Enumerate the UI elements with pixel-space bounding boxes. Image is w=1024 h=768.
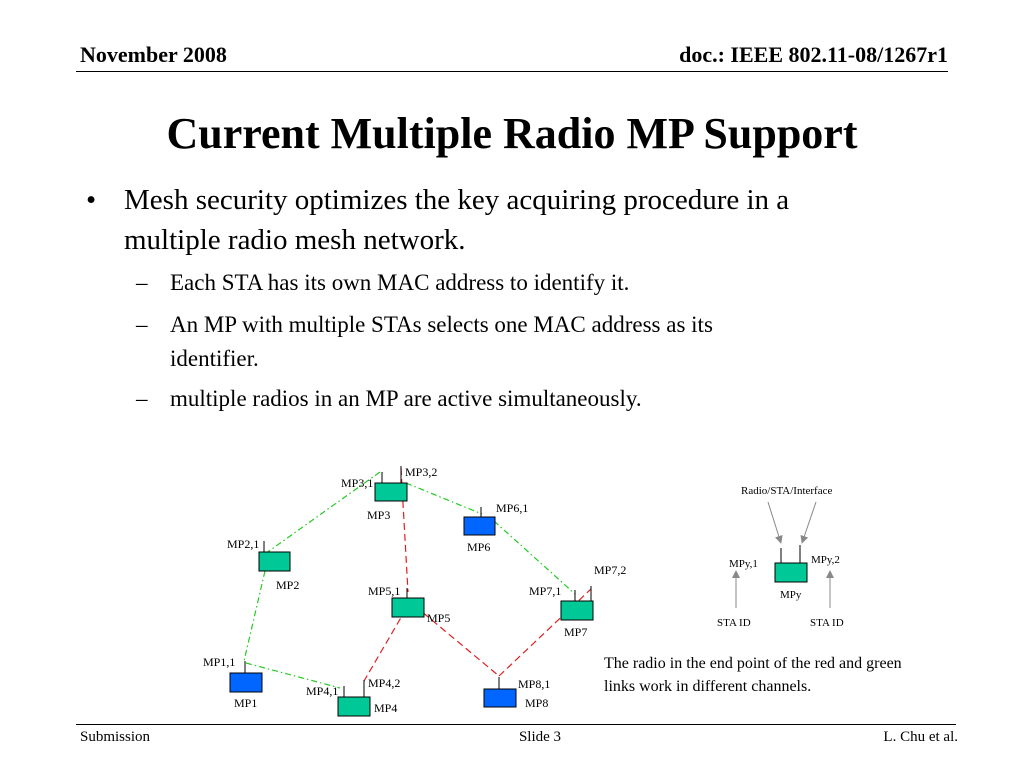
label-mp2: MP2 [276, 578, 299, 592]
label-mp3-2: MP3,2 [405, 465, 437, 479]
legend-sta-id-left: STA ID [717, 617, 751, 629]
label-mp3: MP3 [367, 508, 390, 522]
label-mp1: MP1 [234, 696, 257, 710]
header-doc-id: doc.: IEEE 802.11-08/1267r1 [679, 42, 948, 67]
sub-bullet-3-text: multiple radios in an MP are active simu… [170, 386, 642, 411]
label-mp7-2: MP7,2 [594, 563, 626, 577]
main-bullet-line-2: multiple radio mesh network. [124, 224, 466, 256]
sub-bullet-2-text: An MP with multiple STAs selects one MAC… [170, 308, 870, 376]
legend-node-box [774, 562, 808, 583]
node-mp5 [391, 588, 425, 618]
label-mp7: MP7 [564, 625, 587, 639]
sub-bullet-2-line-1: An MP with multiple STAs selects one MAC… [170, 312, 713, 337]
link-mp2-mp1 [243, 570, 266, 662]
dash-mark: – [136, 312, 148, 337]
label-mp6: MP6 [467, 540, 490, 554]
label-mp5: MP5 [427, 611, 450, 625]
node-mp6 [463, 507, 496, 536]
link-mp3-mp2 [261, 471, 381, 557]
main-bullet-text: Mesh security optimizes the key acquirin… [124, 180, 924, 260]
main-bullet-line-1: Mesh security optimizes the key acquirin… [124, 184, 790, 216]
node-mp7-box [560, 600, 594, 621]
label-mp4-1: MP4,1 [306, 684, 338, 698]
diagram-note: The radio in the end point of the red an… [604, 652, 984, 698]
sub-bullet-2-line-2: identifier. [170, 346, 259, 371]
dash-mark: – [136, 386, 148, 411]
node-mp1-box [229, 672, 263, 693]
label-mp8: MP8 [525, 696, 548, 710]
header-rule [76, 71, 948, 72]
node-mp7 [560, 586, 594, 621]
sub-bullet-1-text: Each STA has its own MAC address to iden… [170, 270, 630, 295]
footer-slide-number: Slide 3 [518, 729, 562, 745]
legend-arrow-left [767, 501, 783, 544]
legend-mpy: MPy [780, 589, 802, 601]
label-mp7-1: MP7,1 [529, 584, 561, 598]
node-mp1 [229, 661, 263, 693]
node-mp8-box [483, 688, 517, 708]
bullet-mark: • [86, 184, 97, 216]
legend-radio-label: Radio/STA/Interface [741, 485, 832, 497]
footer-submission: Submission [80, 729, 151, 745]
legend-arrow-right [800, 501, 817, 544]
node-mp4-box [337, 696, 371, 717]
legend-mpy-2: MPy,2 [811, 554, 840, 566]
legend-mpy-1: MPy,1 [729, 558, 758, 570]
node-mp6-box [463, 516, 496, 536]
link-mp6-mp7 [493, 520, 576, 595]
note-line-1: The radio in the end point of the red an… [604, 655, 902, 672]
node-mp2-box [258, 551, 291, 572]
node-mp4 [337, 680, 371, 717]
footer-rule [76, 724, 956, 725]
green-links [243, 471, 576, 689]
node-mp8 [483, 677, 517, 708]
slide-title: Current Multiple Radio MP Support [166, 109, 858, 158]
link-mp5-mp4 [363, 608, 407, 682]
label-mp4: MP4 [374, 701, 397, 715]
node-mp3-box [374, 482, 408, 502]
dash-mark: – [136, 270, 148, 295]
note-line-2: links work in different channels. [604, 678, 812, 695]
link-mp1-mp4 [245, 662, 341, 689]
link-mp5-mp8 [414, 605, 500, 677]
label-mp8-1: MP8,1 [518, 677, 550, 691]
label-mp3-1: MP3,1 [341, 476, 373, 490]
node-mp2 [258, 541, 291, 572]
label-mp2-1: MP2,1 [227, 537, 259, 551]
link-mp3-mp6 [405, 482, 483, 515]
node-mp5-box [391, 597, 425, 618]
label-mp6-1: MP6,1 [496, 501, 528, 515]
legend-sta-id-right: STA ID [810, 617, 844, 629]
label-mp1-1: MP1,1 [203, 655, 235, 669]
label-mp5-1: MP5,1 [368, 584, 400, 598]
legend: Radio/STA/Interface MPy,1 MPy,2 MPy STA … [717, 485, 844, 629]
node-mp3 [374, 466, 408, 502]
link-mp3-mp5 [400, 467, 409, 593]
footer-author: L. Chu et al. [883, 729, 958, 745]
header-date: November 2008 [80, 42, 227, 67]
label-mp4-2: MP4,2 [368, 676, 400, 690]
